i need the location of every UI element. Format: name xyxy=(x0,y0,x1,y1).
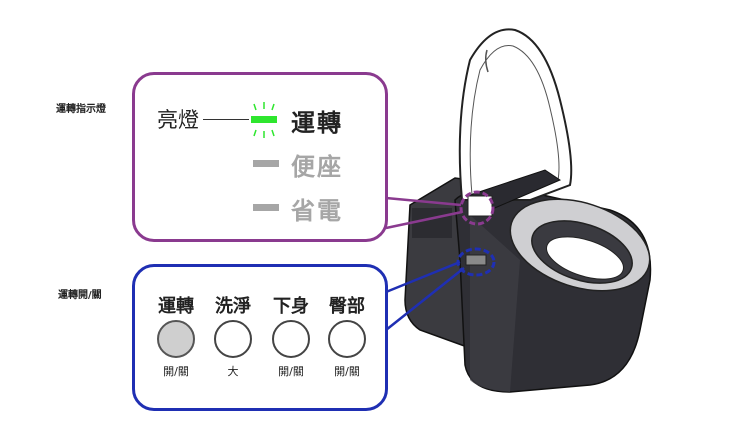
button-label-front: 下身 xyxy=(273,296,309,317)
button-sub-front: 開/關 xyxy=(278,365,304,378)
button-label-flush: 洗淨 xyxy=(215,296,251,317)
indicator-side-label: 運轉指示燈 xyxy=(56,104,106,115)
mode-bar-seat xyxy=(253,160,279,167)
front-wash-button[interactable] xyxy=(272,320,310,358)
mode-label-eco: 省電 xyxy=(291,197,343,225)
lamp-leader-line xyxy=(203,119,249,120)
indicator-highlight-circle xyxy=(459,190,495,226)
button-sub-run: 開/關 xyxy=(163,365,189,378)
button-sub-rear: 開/關 xyxy=(334,365,360,378)
switch-side-label: 運轉開/關 xyxy=(58,290,102,301)
mode-label-run: 運轉 xyxy=(291,109,343,137)
lamp-lit-bar xyxy=(251,116,277,123)
lamp-glow-icon xyxy=(253,102,275,138)
flush-button[interactable] xyxy=(214,320,252,358)
button-label-rear: 臀部 xyxy=(329,296,365,317)
button-label-run: 運轉 xyxy=(158,296,194,317)
lamp-label: 亮燈 xyxy=(157,108,199,132)
indicator-callout xyxy=(132,72,388,242)
rear-wash-button[interactable] xyxy=(328,320,366,358)
button-sub-flush: 大 xyxy=(227,365,239,378)
run-button[interactable] xyxy=(157,320,195,358)
mode-label-seat: 便座 xyxy=(291,153,343,181)
mode-bar-eco xyxy=(253,204,279,211)
